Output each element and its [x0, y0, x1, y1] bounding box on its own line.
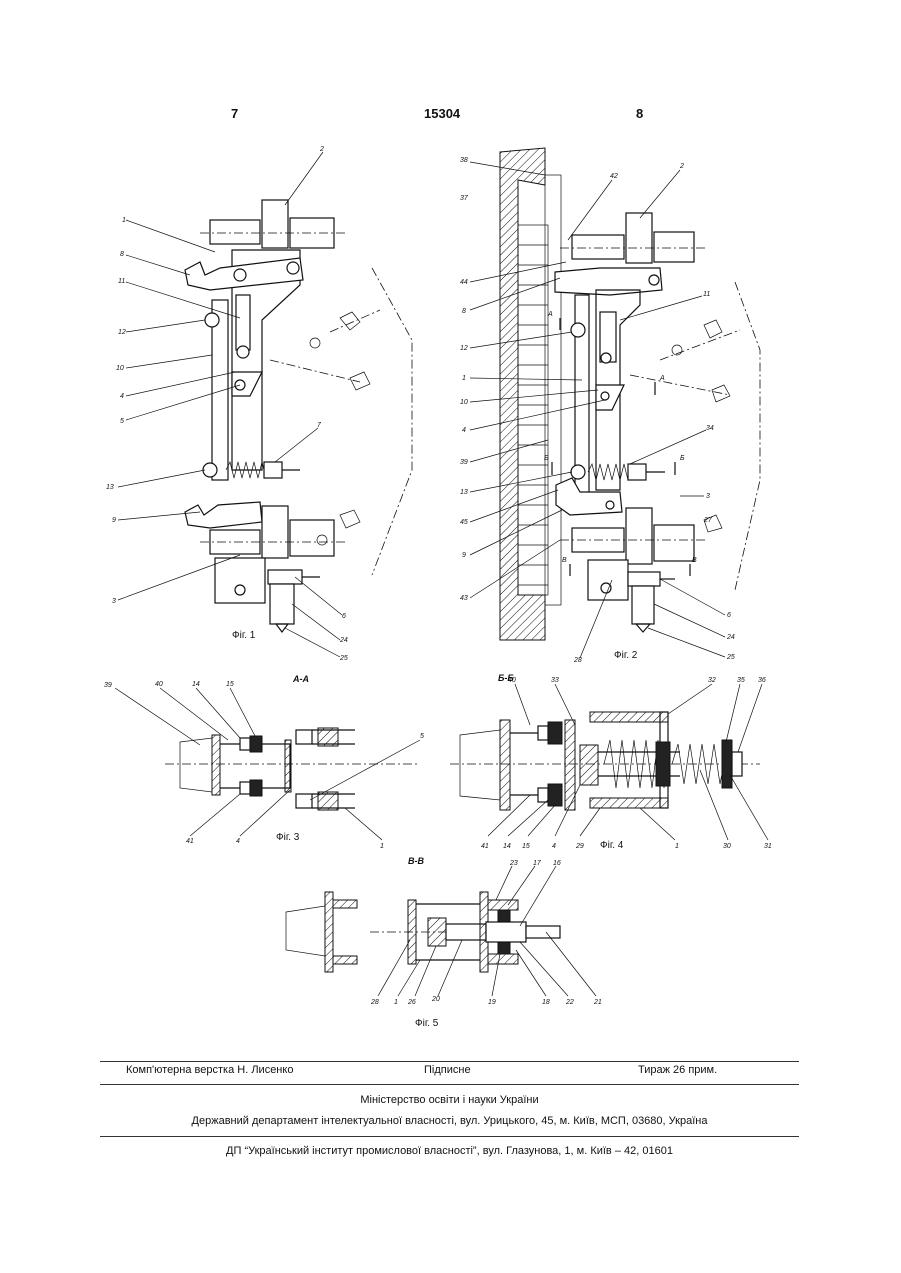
fig2-label-28: 28 [573, 657, 582, 664]
fig2-label-42: 42 [610, 173, 618, 180]
fig4-label-4: 4 [552, 843, 556, 850]
fig1-label-25: 25 [339, 655, 348, 662]
fig1-label-9: 9 [112, 517, 116, 524]
fig2-label-1: 1 [462, 375, 466, 382]
fig4-section-title: Б-Б [498, 673, 514, 683]
fig2-section-b-left: Б [544, 455, 549, 462]
footer-layout-credit: Комп'ютерна верстка Н. Лисенко [126, 1064, 293, 1076]
fig1-label-10: 10 [116, 365, 124, 372]
figure-5 [286, 866, 596, 996]
fig5-label-1: 1 [394, 999, 398, 1006]
fig5-caption: Фіг. 5 [415, 1018, 439, 1029]
fig5-label-21: 21 [593, 999, 602, 1006]
fig4-caption: Фіг. 4 [600, 840, 624, 851]
fig1-label-11: 11 [118, 278, 125, 285]
fig1-label-3: 3 [112, 598, 116, 605]
fig5-label-18: 18 [542, 999, 550, 1006]
fig5-label-19: 19 [488, 999, 496, 1006]
fig3-label-15: 15 [226, 681, 234, 688]
fig3-section-title: А-А [292, 674, 309, 684]
fig3-label-5: 5 [420, 733, 424, 740]
fig4-label-1: 1 [675, 843, 679, 850]
fig2-section-b-right: Б [680, 455, 685, 462]
fig4-label-31: 31 [764, 843, 772, 850]
fig1-label-1: 1 [122, 217, 126, 224]
fig4-label-33: 33 [551, 677, 559, 684]
figure-4 [450, 684, 768, 840]
fig2-label-4: 4 [462, 427, 466, 434]
fig5-label-22: 22 [565, 999, 574, 1006]
fig2-label-13: 13 [460, 489, 468, 496]
footer-circulation: Тираж 26 прим. [638, 1064, 717, 1076]
fig2-caption: Фіг. 2 [614, 650, 638, 661]
fig2-label-37: 37 [460, 195, 469, 202]
fig2-label-34: 34 [706, 425, 714, 432]
fig4-label-32: 32 [708, 677, 716, 684]
footer-department: Державний департамент інтелектуальної вл… [100, 1115, 799, 1127]
fig5-label-20: 20 [431, 996, 440, 1003]
fig2-label-3: 3 [706, 493, 710, 500]
fig4-label-30: 30 [723, 843, 731, 850]
fig2-section-a-left: А [547, 311, 553, 318]
fig4-label-35: 35 [737, 677, 745, 684]
fig1-label-4: 4 [120, 393, 124, 400]
fig4-label-14: 14 [503, 843, 511, 850]
fig1-label-2: 2 [319, 146, 324, 153]
fig5-label-23: 23 [509, 860, 518, 867]
fig2-label-43: 43 [460, 595, 468, 602]
fig1-label-24: 24 [339, 637, 348, 644]
fig1-label-8: 8 [120, 251, 124, 258]
fig4-label-41: 41 [481, 843, 489, 850]
fig3-label-40: 40 [155, 681, 163, 688]
fig1-caption: Фіг. 1 [232, 630, 256, 641]
fig5-label-16: 16 [553, 860, 561, 867]
fig2-label-2: 2 [679, 163, 684, 170]
fig5-section-title: В-В [408, 856, 424, 866]
fig1-label-5: 5 [120, 418, 124, 425]
fig2-label-24: 24 [726, 634, 735, 641]
figure-3 [115, 688, 420, 840]
fig3-label-14: 14 [192, 681, 200, 688]
footer-signed: Підписне [424, 1064, 471, 1076]
fig4-label-36: 36 [758, 677, 766, 684]
footer-rule-bottom [100, 1136, 799, 1137]
fig4-label-15: 15 [522, 843, 530, 850]
fig2-label-9: 9 [462, 552, 466, 559]
figure-2 [470, 148, 760, 658]
fig3-label-4: 4 [236, 838, 240, 845]
fig2-section-a-right: А [659, 375, 665, 382]
fig2-label-39: 39 [460, 459, 468, 466]
fig5-label-17: 17 [533, 860, 542, 867]
figure-1 [118, 152, 412, 657]
fig4-label-29: 29 [575, 843, 584, 850]
fig2-label-45: 45 [460, 519, 468, 526]
fig3-caption: Фіг. 3 [276, 832, 300, 843]
fig2-label-10: 10 [460, 399, 468, 406]
fig2-label-6: 6 [727, 612, 731, 619]
fig3-label-1: 1 [380, 843, 384, 850]
footer-rule-top [100, 1061, 799, 1062]
fig2-label-25: 25 [726, 654, 735, 661]
fig2-label-38: 38 [460, 157, 468, 164]
fig3-label-41: 41 [186, 838, 194, 845]
footer-rule-middle [100, 1084, 799, 1085]
fig2-label-11: 11 [703, 291, 710, 298]
fig5-label-28: 28 [370, 999, 379, 1006]
fig2-section-v-right: В [692, 557, 697, 564]
footer-institute: ДП “Український інститут промислової вла… [100, 1145, 799, 1157]
fig5-label-26: 26 [407, 999, 416, 1006]
fig1-label-12: 12 [118, 329, 126, 336]
fig3-label-39: 39 [104, 682, 112, 689]
fig1-label-6: 6 [342, 613, 346, 620]
fig2-label-8: 8 [462, 308, 466, 315]
fig2-section-v-left: В [562, 557, 567, 564]
fig2-label-27: 27 [703, 517, 713, 524]
fig1-label-7: 7 [317, 422, 322, 429]
fig2-label-12: 12 [460, 345, 468, 352]
fig2-label-44: 44 [460, 279, 468, 286]
footer-ministry: Міністерство освіти і науки України [100, 1094, 799, 1106]
fig1-label-13: 13 [106, 484, 114, 491]
